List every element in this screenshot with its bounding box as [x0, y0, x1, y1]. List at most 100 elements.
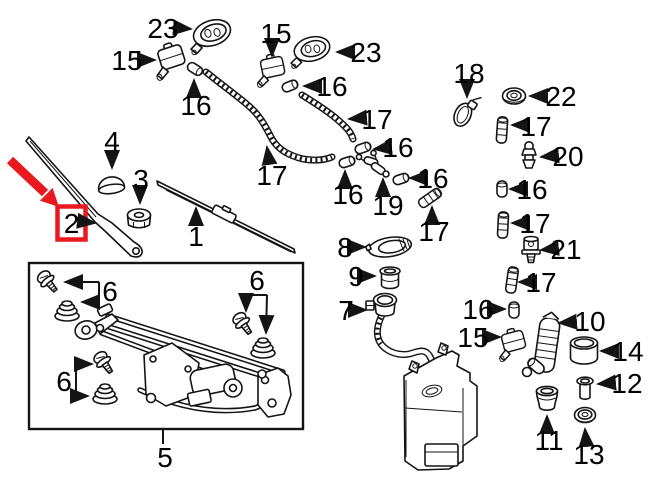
part-21-valve-drawing: [521, 235, 541, 264]
callout-label[interactable]: 15: [457, 322, 488, 353]
callout-10-washer-pump[interactable]: 10: [557, 306, 606, 337]
callout-6-mount-kit-tr[interactable]: 6: [238, 265, 275, 335]
part-13-grommet-ring-drawing: [573, 406, 597, 424]
callout-label[interactable]: 10: [574, 306, 605, 337]
callout-3-pivot-nut[interactable]: 3: [132, 164, 149, 205]
callout-6-mount-kit-bl[interactable]: 6: [56, 356, 94, 404]
callout-8-washer-jet[interactable]: 8: [337, 232, 367, 263]
callout-label[interactable]: 7: [338, 295, 354, 326]
callout-label[interactable]: 12: [611, 368, 642, 399]
callout-16-tube-mid[interactable]: 16: [372, 132, 414, 163]
callout-15-holder-right[interactable]: 15: [260, 18, 292, 58]
callout-label[interactable]: 16: [180, 90, 211, 121]
callout-16-tube-left[interactable]: 16: [180, 78, 212, 121]
wiper-linkage-assembly-drawing: [74, 303, 292, 418]
callout-label[interactable]: 13: [573, 439, 604, 470]
callout-label[interactable]: 23: [147, 13, 178, 44]
callout-label[interactable]: 1: [188, 221, 204, 252]
callout-2-wiper-arm[interactable]: 2: [64, 208, 97, 239]
red-arrow-head: [39, 187, 59, 207]
callout-label[interactable]: 15: [111, 45, 142, 76]
callout-label[interactable]: 6: [56, 366, 72, 397]
callout-label[interactable]: 21: [550, 234, 581, 265]
callout-20-connector[interactable]: 20: [539, 141, 584, 172]
callout-11-grommet-cone[interactable]: 11: [534, 414, 564, 456]
part-4-pivot-cap-drawing: [97, 176, 126, 195]
callout-label[interactable]: 16: [417, 163, 448, 194]
callout-label[interactable]: 6: [249, 265, 265, 296]
callout-label[interactable]: 5: [157, 442, 173, 473]
callout-label[interactable]: 8: [337, 232, 353, 263]
callout-label[interactable]: 17: [256, 160, 287, 191]
part-11-grommet-cone-drawing: [535, 385, 559, 411]
callout-17-hose-y[interactable]: 17: [418, 205, 450, 247]
callout-15-pump-holder[interactable]: 15: [457, 322, 502, 353]
part-16-tube-right-drawing: [280, 78, 300, 94]
callout-label[interactable]: 19: [372, 190, 403, 221]
callout-16-pump-tube[interactable]: 16: [462, 294, 507, 325]
callout-label[interactable]: 6: [102, 276, 118, 307]
part-6-grommet-tl-drawing: [54, 300, 80, 322]
callout-label[interactable]: 17: [525, 267, 556, 298]
callout-15-holder-left[interactable]: 15: [111, 45, 157, 76]
callout-17-tube-c2[interactable]: 17: [510, 208, 551, 239]
callout-21-valve[interactable]: 21: [539, 234, 582, 265]
callout-1-wiper-blade[interactable]: 1: [188, 206, 204, 252]
callout-17-hose-left[interactable]: 17: [256, 145, 288, 191]
callout-18-cable-tie[interactable]: 18: [453, 58, 485, 99]
callout-23-nozzle-left[interactable]: 23: [147, 13, 193, 44]
callout-16-tube-y-right[interactable]: 16: [408, 163, 449, 194]
callout-label[interactable]: 16: [462, 294, 493, 325]
callout-label[interactable]: 11: [534, 425, 563, 456]
callout-label[interactable]: 17: [418, 216, 449, 247]
callout-label[interactable]: 14: [612, 336, 643, 367]
callout-label[interactable]: 20: [552, 141, 583, 172]
callout-4-pivot-cap[interactable]: 4: [104, 126, 120, 170]
callout-label[interactable]: 9: [348, 261, 364, 292]
callout-23-nozzle-right[interactable]: 23: [335, 37, 382, 68]
callout-13-grommet-ring[interactable]: 13: [573, 427, 605, 470]
callout-label[interactable]: 22: [545, 81, 576, 112]
callout-label[interactable]: 17: [361, 104, 392, 135]
part-6-screw-tr-drawing: [229, 308, 258, 339]
part-16-tube-left-drawing: [185, 60, 205, 78]
callout-5-linkage-frame[interactable]: 5: [157, 430, 173, 473]
callout-19-y-connector[interactable]: 19: [372, 177, 404, 221]
part-10-washer-pump-drawing: [521, 311, 561, 378]
callout-label[interactable]: 4: [104, 126, 120, 157]
callout-16-tube-right[interactable]: 16: [302, 71, 348, 102]
callout-17-hose-right[interactable]: 17: [347, 104, 393, 135]
callout-label[interactable]: 17: [519, 208, 550, 239]
callout-16-tube-y-left[interactable]: 16: [332, 169, 364, 210]
callout-label[interactable]: 23: [350, 37, 381, 68]
part-5-linkage-frame-drawing: [27, 261, 305, 431]
callout-9-reservoir-cap[interactable]: 9: [348, 261, 377, 292]
callout-17-tube-c3[interactable]: 17: [517, 267, 557, 298]
callout-label[interactable]: 3: [133, 164, 149, 195]
part-1-wiper-blade-drawing: [156, 180, 296, 254]
part-3-pivot-nut-drawing: [126, 208, 152, 229]
callout-label[interactable]: 16: [332, 179, 363, 210]
callout-14-pump-sleeve[interactable]: 14: [599, 336, 644, 367]
callout-7-filler-neck[interactable]: 7: [338, 295, 368, 326]
part-6-grommet-bl-drawing: [92, 383, 118, 405]
part-17-hose-left-drawing: [202, 68, 336, 164]
part-17-tube-c1-drawing: [495, 115, 509, 145]
callout-12-grommet-stem[interactable]: 12: [596, 368, 643, 399]
callout-22-grommet-cowl[interactable]: 22: [528, 81, 577, 112]
callout-label[interactable]: 16: [516, 174, 547, 205]
callout-6-mount-kit-tl[interactable]: 6: [63, 274, 118, 310]
callout-label[interactable]: 16: [382, 132, 413, 163]
part-9-reservoir-cap-drawing: [379, 266, 401, 290]
red-arrow-shaft: [6, 156, 49, 197]
part-16-tube-c-drawing: [496, 180, 508, 198]
callout-16-tube-c[interactable]: 16: [508, 174, 548, 205]
callout-label[interactable]: 17: [520, 111, 551, 142]
callout-label[interactable]: 16: [316, 71, 347, 102]
callout-label[interactable]: 15: [260, 18, 291, 49]
callout-label[interactable]: 18: [453, 58, 484, 89]
callout-17-tube-c1[interactable]: 17: [510, 111, 552, 142]
callout-label-highlighted[interactable]: 2: [64, 208, 80, 239]
